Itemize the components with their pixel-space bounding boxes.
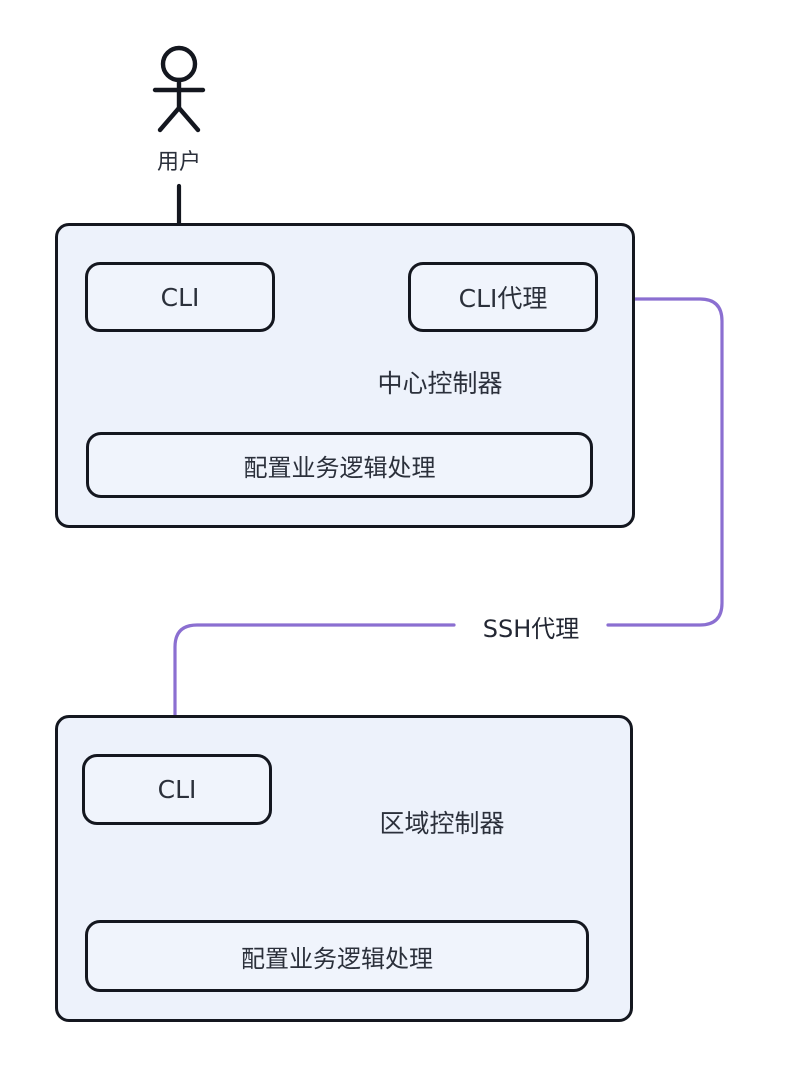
user-actor-icon: [152, 45, 206, 133]
node-center-cli-label: CLI: [160, 282, 200, 312]
node-center-logic: 配置业务逻辑处理: [86, 432, 593, 498]
node-region-logic-label: 配置业务逻辑处理: [241, 944, 433, 973]
node-center-logic-label: 配置业务逻辑处理: [243, 453, 436, 482]
node-region-logic: 配置业务逻辑处理: [85, 920, 589, 992]
node-region-cli: CLI: [82, 754, 272, 825]
ssh-proxy-edge-label: SSH代理: [482, 614, 580, 643]
node-region-cli-label: CLI: [157, 775, 197, 804]
region-controller-label: 区域控制器: [379, 809, 505, 838]
actor-label: 用户: [156, 150, 201, 175]
node-cli-proxy-label: CLI代理: [458, 284, 548, 313]
node-center-cli: CLI: [85, 262, 275, 332]
center-controller-label: 中心控制器: [377, 369, 503, 398]
node-cli-proxy: CLI代理: [408, 262, 598, 332]
